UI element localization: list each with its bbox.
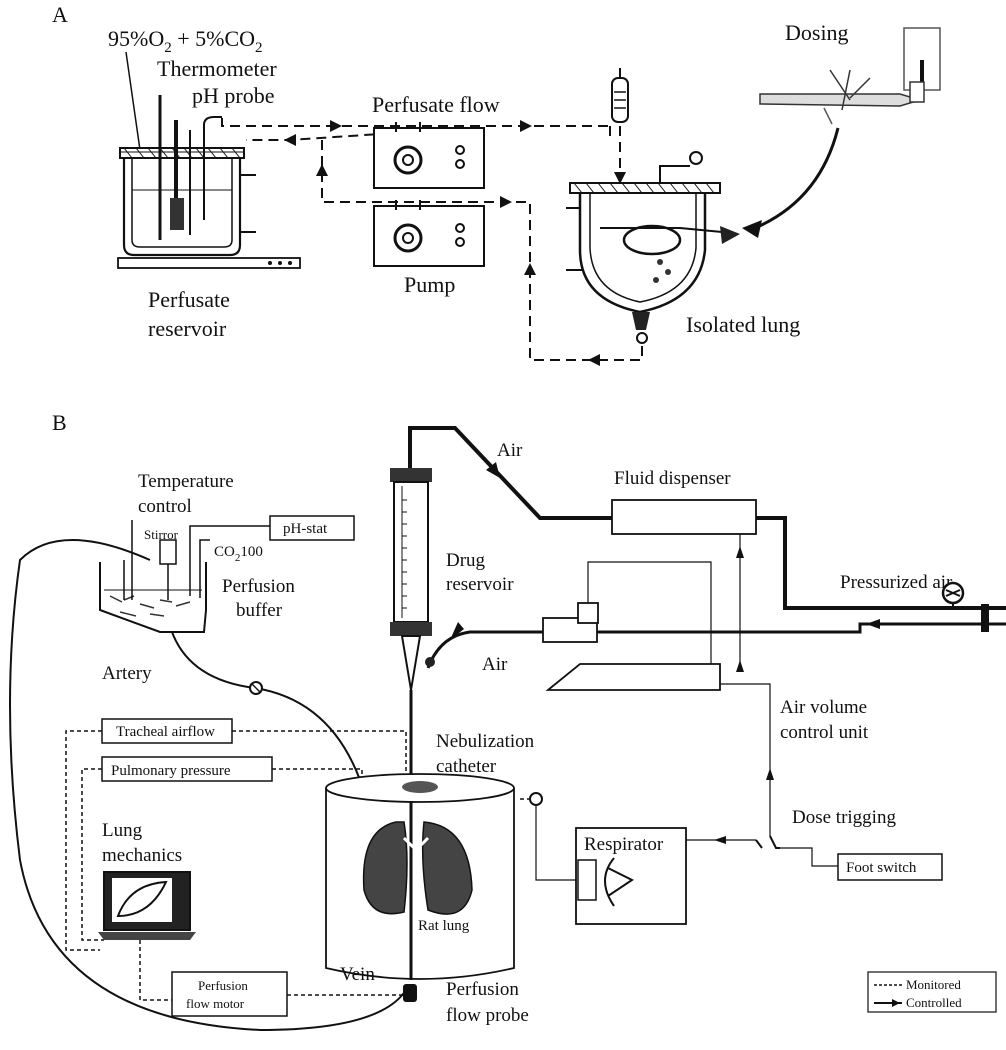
foot-switch-box [837, 853, 943, 881]
isolated-lung-label: Isolated lung [686, 312, 800, 337]
foot-switch-label: Foot switch [846, 860, 917, 876]
respirator-label: Respirator [584, 834, 664, 855]
air-top-arrow [486, 462, 500, 478]
panel-b-label: B [52, 410, 67, 435]
dosing-label: Dosing [785, 20, 849, 45]
air-mid-label: Air [482, 654, 508, 675]
pump-label: Pump [404, 272, 455, 297]
pressurized-air-arrow [866, 619, 880, 629]
air-top-label: Air [497, 440, 523, 461]
perfusion-buffer-label-2: buffer [236, 600, 283, 621]
drug-reservoir-column [390, 468, 435, 980]
pulmonary-pressure-label: Pulmonary pressure [111, 763, 231, 779]
perfusate-flow-label: Perfusate flow [372, 92, 500, 117]
ph-probe-label: pH probe [192, 83, 274, 108]
tracheal-airflow-box [101, 718, 233, 744]
pulmonary-pressure-box [101, 756, 273, 782]
perfusion-flow-motor-box [171, 971, 288, 1017]
panel-b: B Air Fluid dispenser Pressurized air [9, 410, 1006, 1032]
pressure-gauge [941, 581, 965, 608]
tracheal-airflow-label: Tracheal airflow [116, 724, 215, 740]
temperature-control-label-1: Temperature [138, 471, 234, 492]
perfusion-flow-motor-label-1: Perfusion [198, 978, 248, 993]
perfusate-flow-arrows [284, 120, 626, 366]
perfusate-reservoir-vessel [117, 51, 301, 269]
lung-mechanics-label-2: mechanics [102, 845, 182, 866]
legend-controlled-label: Controlled [906, 995, 962, 1010]
reservoir-label-1: Perfusate [148, 287, 230, 312]
nebulization-label-1: Nebulization [436, 731, 535, 752]
monitoring-lines [65, 730, 534, 1001]
dose-trigging-label: Dose trigging [792, 807, 896, 828]
air-supply-lines [408, 426, 1006, 669]
drug-reservoir-label-1: Drug [446, 550, 486, 571]
isolated-lung-chamber [566, 151, 740, 344]
nebulization-label-2: catheter [436, 756, 497, 777]
perfusion-buffer-tank [99, 520, 270, 633]
fluid-dispenser-box [611, 499, 757, 535]
air-volume-label-2: control unit [780, 722, 869, 743]
legend-monitored-label: Monitored [906, 977, 961, 992]
ph-stat-label: pH-stat [283, 521, 328, 537]
bubble-trap [611, 68, 629, 123]
dosing-arrowhead [742, 220, 762, 238]
perfusion-pump-lower [373, 200, 485, 267]
panel-a: A 95%O2 + 5%CO2 Thermometer pH probe Per… [52, 2, 941, 366]
air-nebulizer-arrow [450, 622, 464, 640]
rat-lung-label: Rat lung [418, 918, 470, 934]
co2-label: CO2100 [214, 544, 263, 564]
vein-label: Vein [340, 964, 375, 985]
dose-trigging-switch [755, 835, 838, 867]
drug-reservoir-label-2: reservoir [446, 574, 514, 595]
perfusion-flow-motor-label-2: flow motor [186, 996, 245, 1011]
rat-lung-chamber [325, 773, 515, 980]
dosing-device [759, 27, 941, 125]
ph-stat-box [269, 515, 355, 541]
gas-label: 95%O2 + 5%CO2 [108, 26, 263, 56]
stirror-label: Stirror [144, 527, 179, 542]
perfusion-pump-upper [373, 122, 485, 189]
artery-clamp [249, 681, 263, 695]
perfusion-flow-probe-label-1: Perfusion [446, 979, 519, 1000]
pressurized-air-label: Pressurized air [840, 572, 953, 593]
panel-a-label: A [52, 2, 68, 27]
artery-label: Artery [102, 663, 152, 684]
reservoir-label-2: reservoir [148, 316, 227, 341]
air-volume-label-1: Air volume [780, 697, 867, 718]
dosing-arrow-line [754, 127, 840, 230]
perfusion-buffer-label-1: Perfusion [222, 576, 295, 597]
lung-mechanics-label-1: Lung [102, 820, 143, 841]
lung-mechanics-monitor [98, 871, 196, 940]
air-valve-unit [542, 561, 715, 680]
air-volume-control-unit [545, 534, 774, 836]
perfusion-flow-probe-label-2: flow probe [446, 1005, 529, 1026]
respirator-unit [529, 792, 756, 925]
fluid-dispenser-label: Fluid dispenser [614, 468, 731, 489]
temperature-control-label-2: control [138, 496, 192, 517]
legend: Monitored Controlled [867, 971, 997, 1013]
thermometer-label: Thermometer [157, 56, 277, 81]
perfusion-flow-probe [403, 984, 417, 1002]
